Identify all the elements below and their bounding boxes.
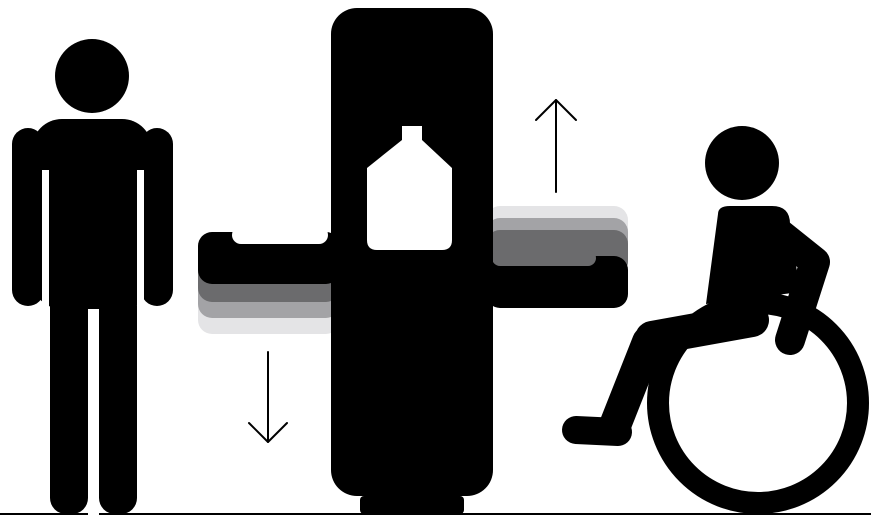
arrow-down-icon — [249, 352, 287, 442]
right-tray-notch — [492, 250, 596, 266]
water-dispenser-icon — [331, 8, 493, 514]
arrow-up-icon — [536, 100, 576, 192]
standing-person-leg-gap — [88, 330, 99, 517]
left-tray-notch — [232, 226, 328, 244]
wheelchair-user-icon — [576, 126, 858, 503]
